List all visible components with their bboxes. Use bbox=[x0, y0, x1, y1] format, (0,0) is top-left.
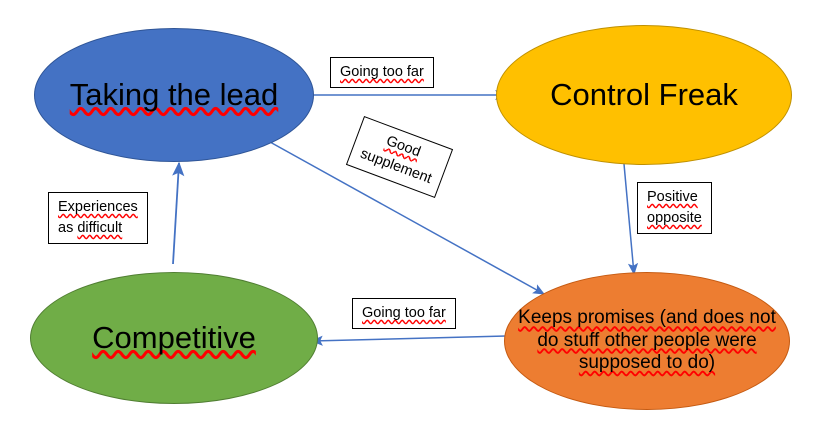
arrow-control-to-keeps bbox=[623, 163, 639, 276]
edge-label-positive-opposite[interactable]: Positive opposite bbox=[637, 182, 712, 235]
edge-label-text: Going too far bbox=[340, 64, 424, 80]
arrow-competitive-to-lead bbox=[172, 161, 185, 265]
edge-label-line-2: opposite bbox=[647, 210, 702, 227]
arrow-lead-to-keeps bbox=[269, 141, 546, 295]
node-label-line-2: do stuff other people were bbox=[537, 329, 757, 351]
edge-label-going-too-far-top[interactable]: Going too far bbox=[330, 57, 434, 89]
arrow-keeps-to-competitive bbox=[310, 335, 507, 346]
node-label-line-1: Keeps promises (and does not bbox=[518, 307, 776, 329]
node-label-line-3: supposed to do) bbox=[578, 352, 716, 374]
edge-label-experiences-as-difficult[interactable]: Experiences as difficult bbox=[48, 192, 148, 245]
node-label-taking-the-lead: Taking the lead bbox=[69, 76, 279, 112]
edge-label-line-2: as difficult bbox=[58, 220, 123, 237]
node-taking-the-lead[interactable]: Taking the lead bbox=[34, 28, 314, 162]
edge-label-line-1: Positive bbox=[647, 189, 698, 205]
edge-label-line-2-word: difficult bbox=[77, 220, 123, 237]
node-label-control-freak: Control Freak bbox=[550, 76, 738, 112]
node-control-freak[interactable]: Control Freak bbox=[496, 25, 792, 165]
edge-label-going-too-far-bottom[interactable]: Going too far bbox=[352, 298, 456, 330]
edge-label-text: Going too far bbox=[362, 305, 446, 321]
node-label-keeps-promises: Keeps promises (and does not do stuff ot… bbox=[508, 307, 786, 374]
node-label-competitive: Competitive bbox=[92, 319, 256, 355]
node-competitive[interactable]: Competitive bbox=[30, 272, 318, 404]
edge-label-line-1: Experiences bbox=[58, 199, 138, 215]
node-keeps-promises[interactable]: Keeps promises (and does not do stuff ot… bbox=[504, 272, 790, 410]
